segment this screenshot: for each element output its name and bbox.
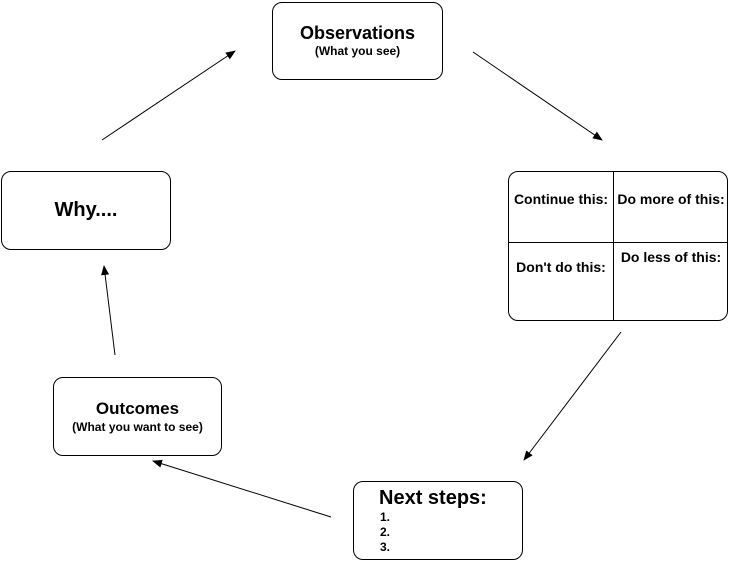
why-box: Why.... xyxy=(1,171,171,250)
arrow-observations-to-grid xyxy=(472,51,603,141)
observations-title: Observations xyxy=(299,23,416,43)
outcomes-subtitle: (What you want to see) xyxy=(72,420,203,434)
arrow-outcomes-to-why xyxy=(101,265,116,356)
outcomes-box: Outcomes (What you want to see) xyxy=(53,377,222,456)
why-title: Why.... xyxy=(54,199,118,221)
grid-horizontal-divider xyxy=(509,242,727,243)
grid-vertical-divider xyxy=(613,172,614,320)
outcomes-title: Outcomes xyxy=(95,399,180,418)
next-step-item: 2. xyxy=(380,525,391,539)
observations-box: Observations (What you see) xyxy=(272,2,443,80)
grid-cell-do-less: Do less of this: xyxy=(620,249,722,265)
feedback-grid-box: Continue this: Do more of this: Don't do… xyxy=(508,171,728,321)
next-step-item: 3. xyxy=(380,540,391,554)
observations-subtitle: (What you see) xyxy=(314,44,401,58)
arrow-why-to-observations xyxy=(101,50,236,141)
arrow-next-steps-to-outcomes xyxy=(152,459,332,518)
next-step-item: 1. xyxy=(380,510,391,524)
grid-cell-dont-do: Don't do this: xyxy=(516,259,606,275)
grid-cell-continue: Continue this: xyxy=(513,191,609,207)
grid-cell-do-more: Do more of this: xyxy=(617,191,725,207)
next-steps-title: Next steps: xyxy=(379,487,487,509)
arrow-grid-to-next-steps xyxy=(523,331,622,461)
next-steps-box: Next steps: 1. 2. 3. xyxy=(353,481,523,560)
